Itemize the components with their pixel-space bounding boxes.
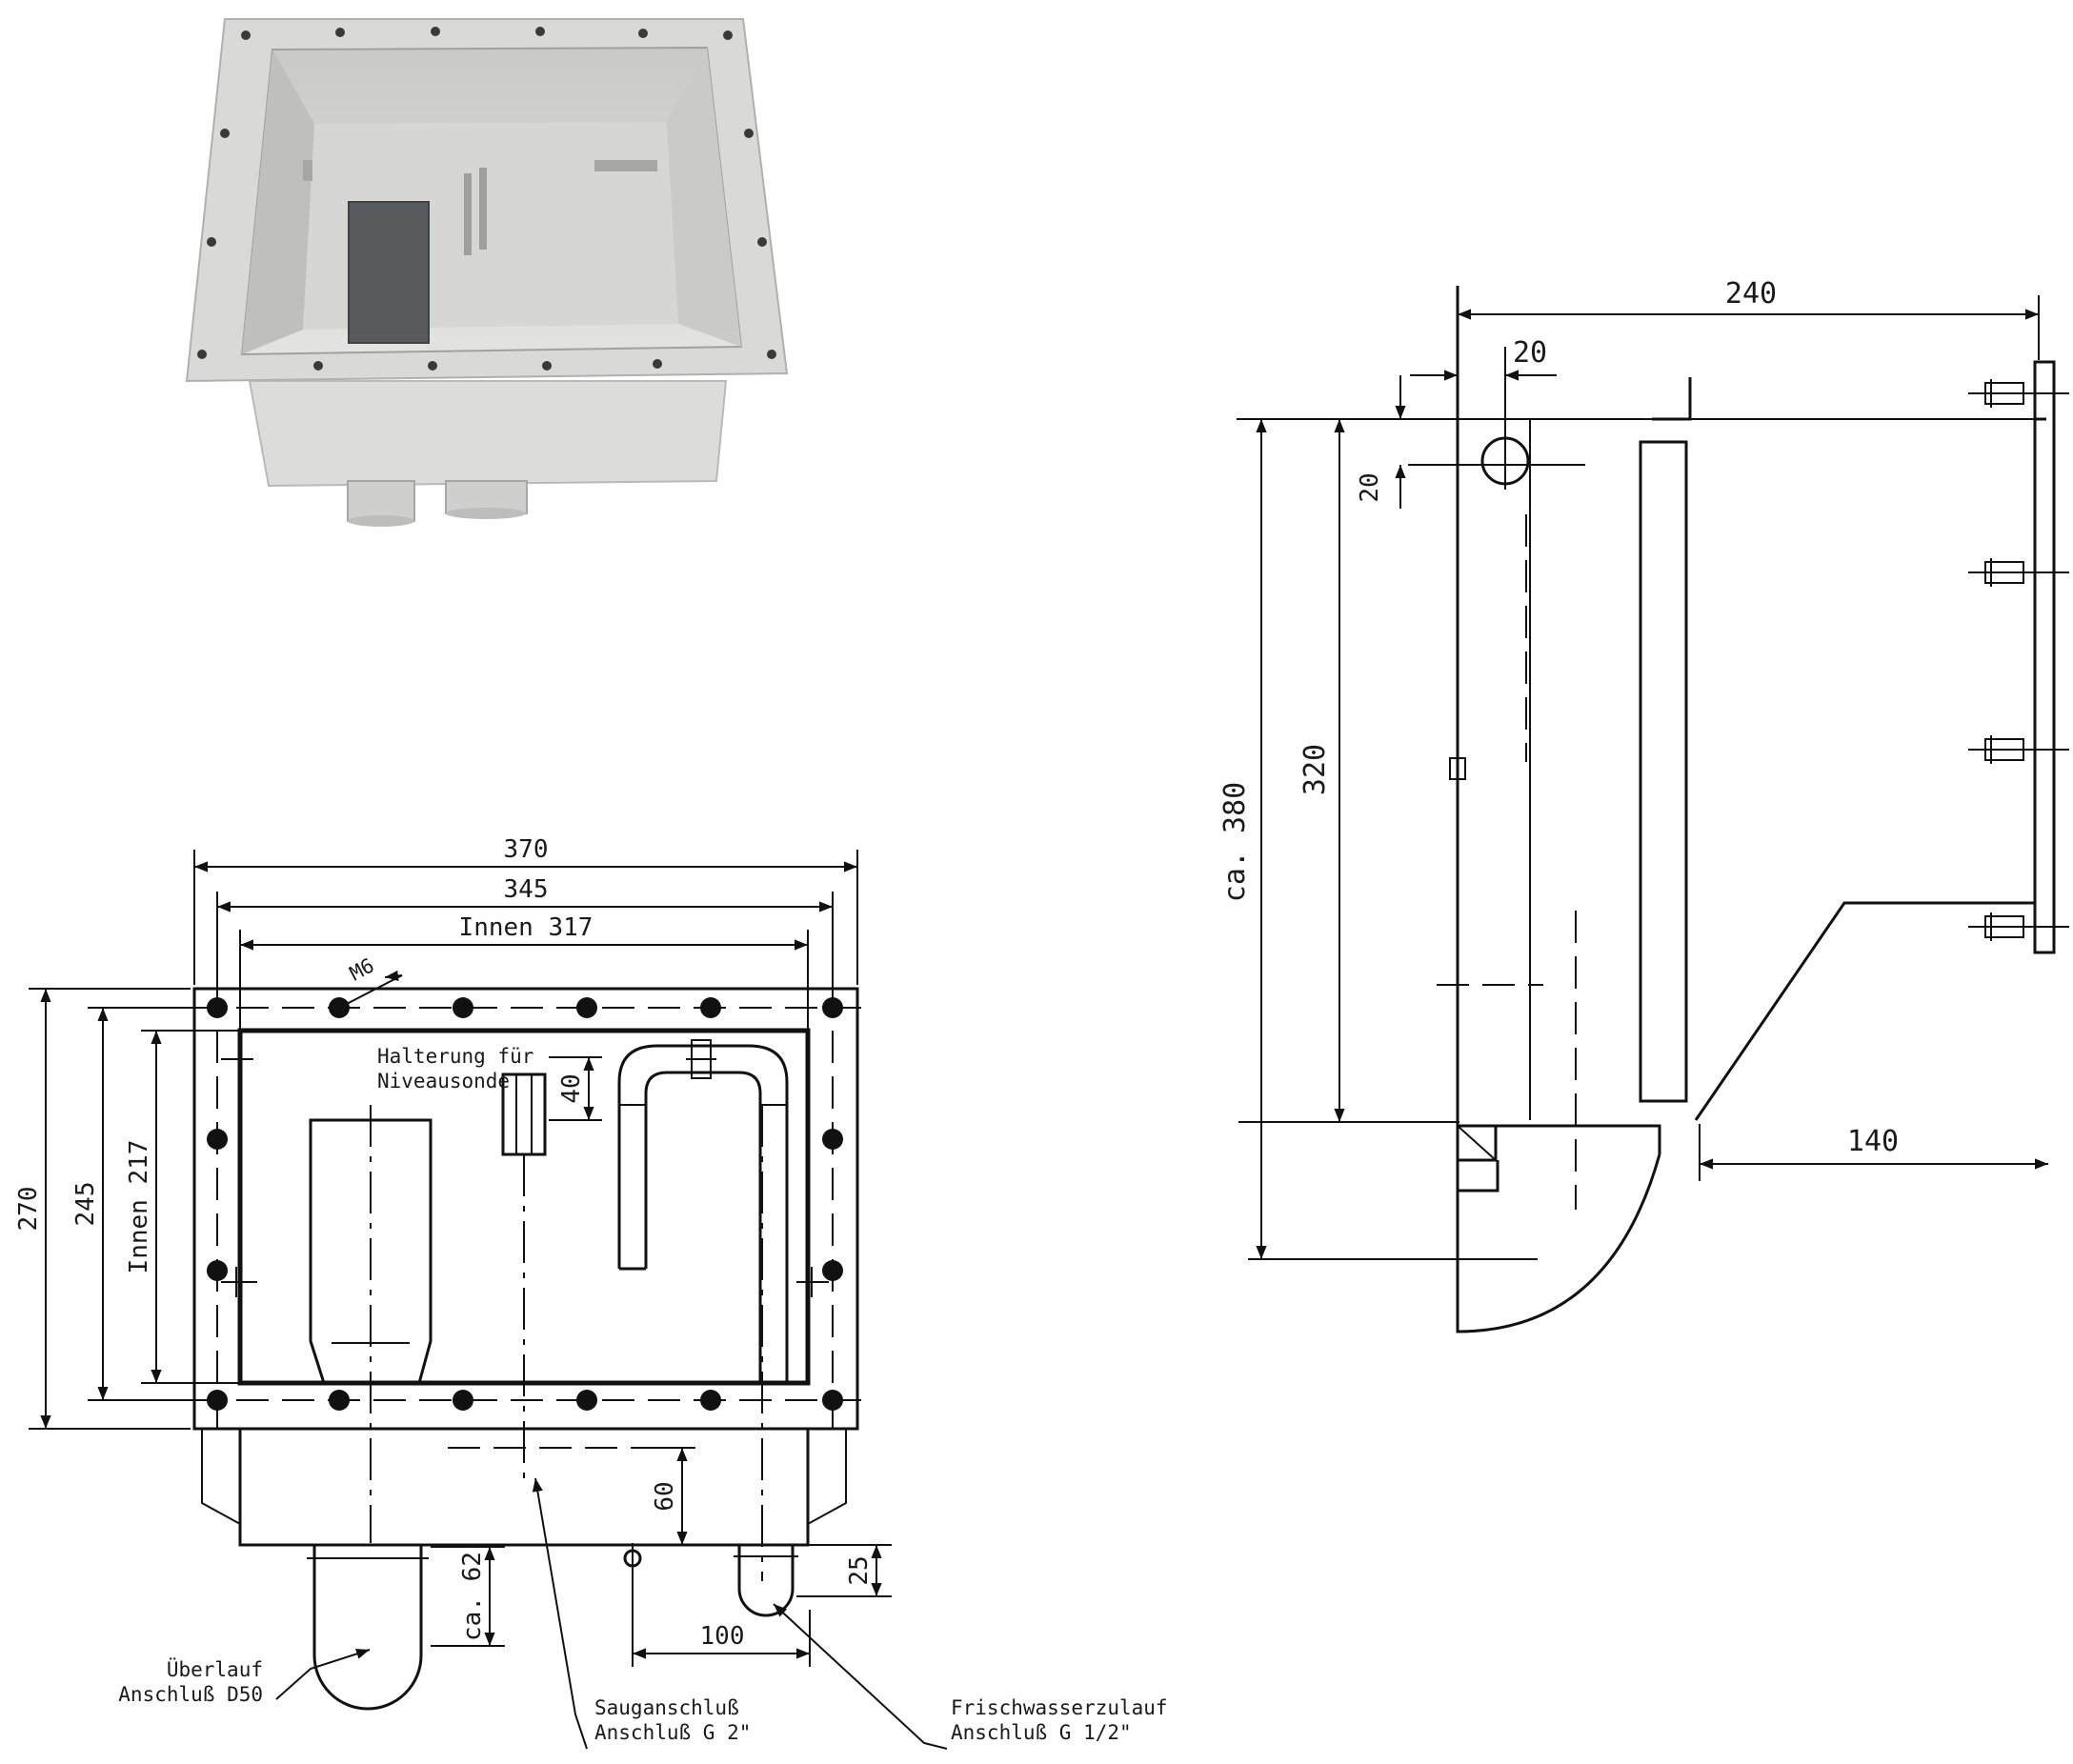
flange-bolts [207, 997, 843, 1411]
dim-62: ca. 62 [458, 1552, 487, 1641]
dim-40: 40 [557, 1073, 586, 1103]
suction-label-line1: Sauganschluß [594, 1696, 739, 1719]
suction-label-line2: Anschluß G 2" [594, 1721, 751, 1744]
front-view: 370 345 Innen 317 M6 Halterung für Nivea… [14, 835, 1168, 1750]
dim-240: 240 [1725, 277, 1777, 311]
dim-370: 370 [504, 835, 549, 864]
freshwater-label-line1: Frischwasserzulauf [951, 1696, 1168, 1719]
dim-inner-width: Innen 317 [459, 913, 594, 942]
dim-20-horizontal: 20 [1513, 336, 1547, 370]
overflow-label-line1: Überlauf [167, 1657, 263, 1681]
dim-345: 345 [504, 875, 549, 904]
dim-25: 25 [845, 1555, 874, 1585]
dim-270: 270 [14, 1187, 43, 1232]
dim-100: 100 [700, 1622, 745, 1651]
holder-label-line2: Niveausonde [377, 1070, 510, 1092]
dim-380: ca. 380 [1218, 782, 1252, 902]
overflow-label-line2: Anschluß D50 [118, 1683, 263, 1706]
dim-320: 320 [1298, 744, 1332, 795]
holder-label-line1: Halterung für [377, 1045, 533, 1068]
dim-60: 60 [651, 1481, 679, 1511]
dim-inner-height: Innen 217 [125, 1140, 153, 1274]
dim-140: 140 [1847, 1125, 1899, 1158]
dim-20-vertical: 20 [1356, 472, 1384, 502]
side-bolts [1968, 379, 2069, 941]
side-view: 240 20 20 ca. 380 320 140 [1218, 277, 2069, 1333]
product-photo [185, 18, 789, 527]
thread-label: M6 [346, 953, 378, 985]
freshwater-label-line2: Anschluß G 1/2" [951, 1721, 1132, 1744]
dim-245: 245 [71, 1182, 100, 1227]
